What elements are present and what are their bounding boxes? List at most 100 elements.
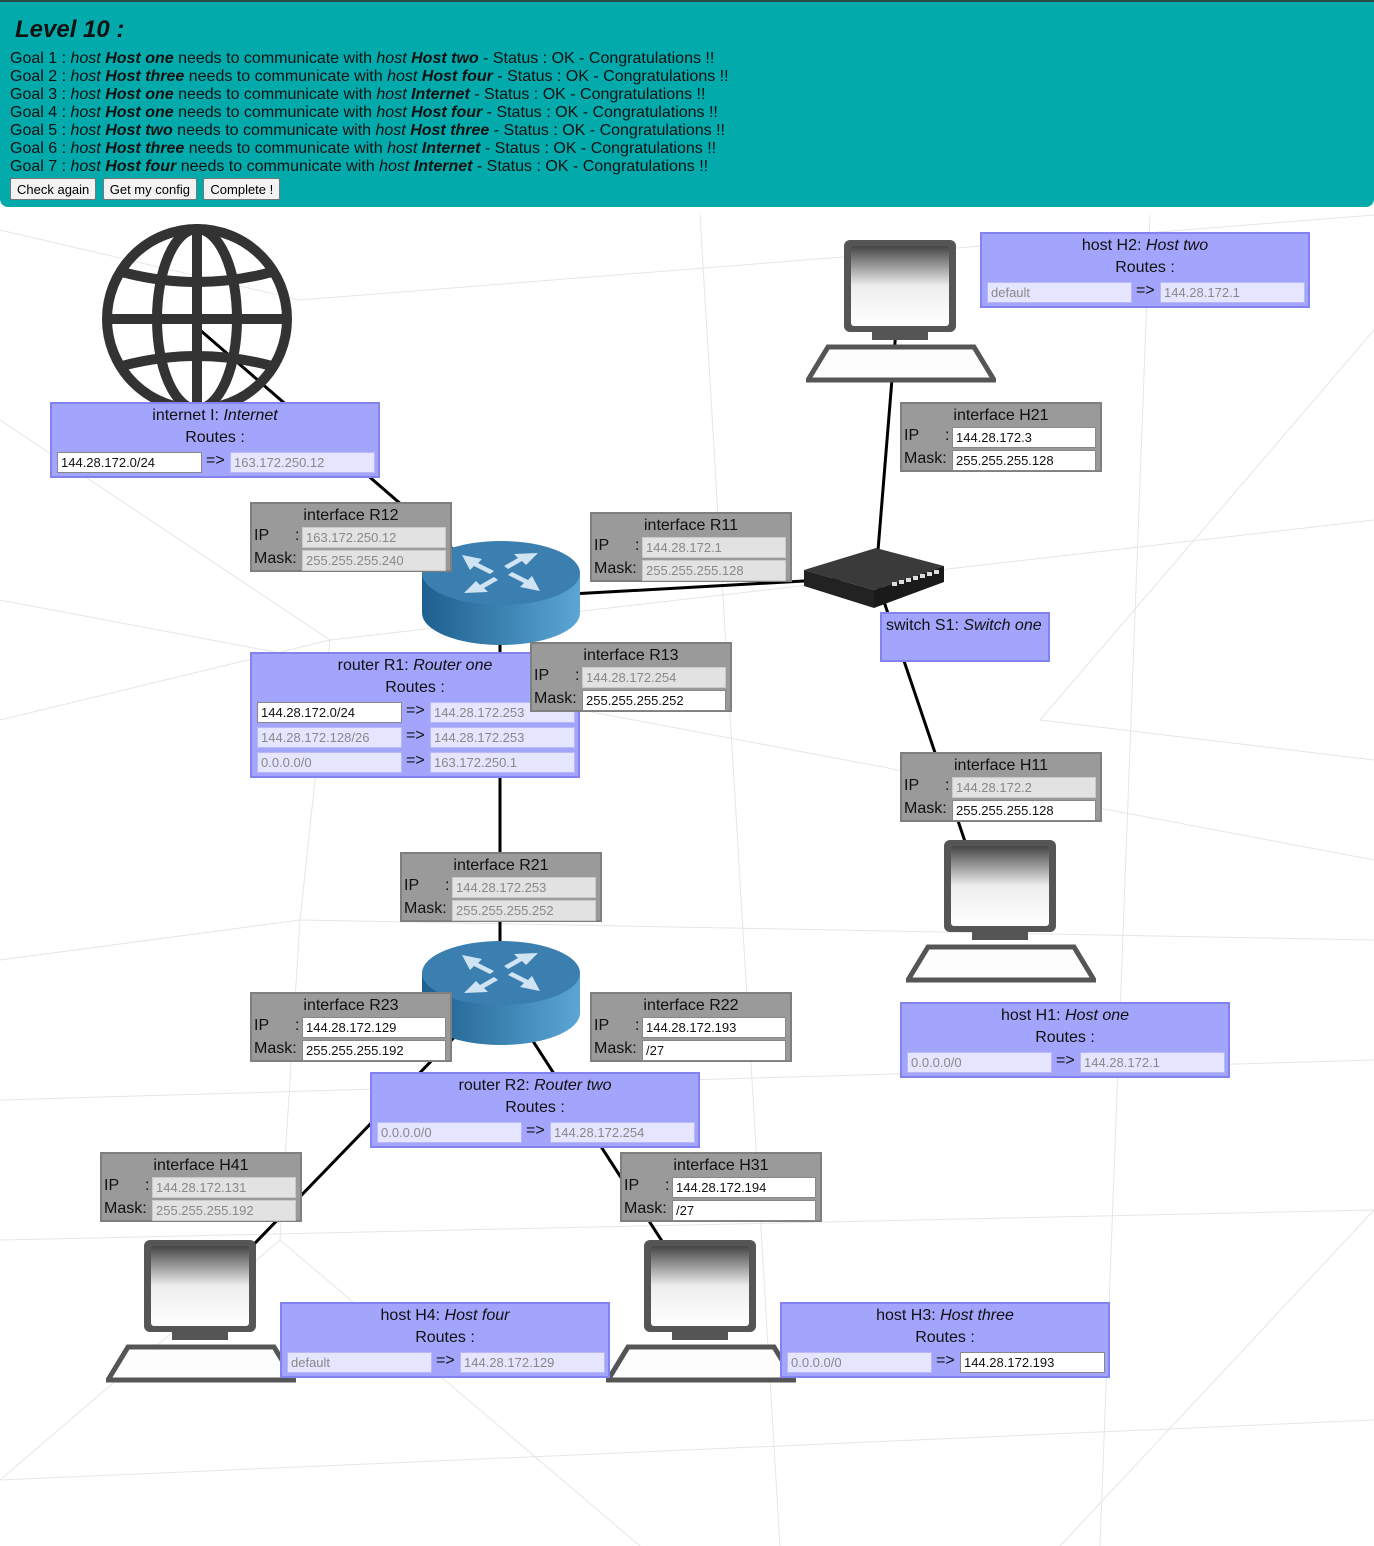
- goal-line: Goal 3 : host Host one needs to communic…: [10, 86, 729, 104]
- route-gateway-input[interactable]: [460, 1352, 605, 1373]
- ip-label: IP: [594, 537, 610, 554]
- route-destination-input[interactable]: [987, 282, 1132, 303]
- computer-icon[interactable]: [603, 1240, 799, 1390]
- ip-colon: :: [945, 427, 950, 444]
- ip-input[interactable]: [952, 777, 1096, 798]
- device-name: Switch one: [963, 617, 1042, 634]
- route-gateway-input[interactable]: [430, 752, 575, 773]
- device-panel-host-h1: host H1: Host one Routes : =>: [900, 1002, 1230, 1078]
- ip-colon: :: [575, 667, 580, 684]
- device-name: Router one: [413, 657, 493, 674]
- goal-keyword: host: [387, 68, 418, 85]
- mask-input[interactable]: [952, 450, 1096, 471]
- interface-title: interface R21: [453, 857, 549, 874]
- ip-input[interactable]: [642, 537, 786, 558]
- check-again-button[interactable]: Check again: [10, 178, 97, 200]
- route-destination-input[interactable]: [257, 752, 402, 773]
- goal-status: - Status : OK - Congratulations !!: [480, 140, 717, 157]
- ip-colon: :: [295, 527, 300, 544]
- ip-label: IP: [624, 1177, 640, 1194]
- route-destination-input[interactable]: [257, 727, 402, 748]
- goal-prefix: Goal 1 :: [10, 50, 71, 67]
- mask-input[interactable]: [952, 800, 1096, 821]
- goal-line: Goal 1 : host Host one needs to communic…: [10, 50, 729, 68]
- mask-input[interactable]: [582, 690, 726, 711]
- ip-input[interactable]: [952, 427, 1096, 448]
- mask-input[interactable]: [672, 1200, 816, 1221]
- goal-status: - Status : OK - Congratulations !!: [469, 86, 706, 103]
- device-kind: internet I:: [152, 407, 224, 424]
- route-gateway-input[interactable]: [960, 1352, 1105, 1373]
- goal-target-name: Internet: [421, 140, 481, 157]
- interface-panel-h11: interface H11 IP : Mask:: [900, 752, 1102, 822]
- goal-keyword: host: [70, 86, 101, 103]
- get-config-button[interactable]: Get my config: [102, 178, 197, 200]
- route-destination-input[interactable]: [257, 702, 402, 723]
- goal-status: - Status : OK - Congratulations !!: [492, 68, 729, 85]
- device-kind: router R2:: [458, 1077, 535, 1094]
- route-destination-input[interactable]: [57, 452, 202, 473]
- mask-input[interactable]: [302, 1040, 446, 1061]
- goal-line: Goal 6 : host Host three needs to commun…: [10, 140, 729, 158]
- router-icon[interactable]: [420, 935, 582, 1052]
- route-gateway-input[interactable]: [1080, 1052, 1225, 1073]
- goal-source-name: Host two: [105, 122, 173, 139]
- route-gateway-input[interactable]: [230, 452, 375, 473]
- computer-icon[interactable]: [903, 840, 1099, 990]
- router-icon[interactable]: [420, 535, 582, 652]
- goal-keyword: host: [70, 104, 101, 121]
- routes-label: Routes :: [1035, 1029, 1095, 1046]
- route-destination-input[interactable]: [787, 1352, 932, 1373]
- goal-keyword: host: [70, 140, 101, 157]
- route-destination-input[interactable]: [907, 1052, 1052, 1073]
- device-name: Host one: [1064, 1007, 1130, 1024]
- mask-input[interactable]: [302, 550, 446, 571]
- device-panel-host-h2: host H2: Host two Routes : =>: [980, 232, 1310, 308]
- computer-icon[interactable]: [103, 1240, 299, 1390]
- interface-panel-r11: interface R11 IP : Mask:: [590, 512, 792, 582]
- goal-keyword: host: [376, 104, 407, 121]
- goal-keyword: host: [379, 158, 410, 175]
- action-buttons: Check again Get my config Complete !: [10, 178, 282, 200]
- device-kind: host H4:: [380, 1307, 445, 1324]
- mask-label: Mask:: [534, 690, 577, 707]
- goal-status: - Status : OK - Congratulations !!: [472, 158, 709, 175]
- goal-prefix: Goal 5 :: [10, 122, 71, 139]
- complete-button[interactable]: Complete !: [203, 178, 281, 200]
- mask-input[interactable]: [642, 1040, 786, 1061]
- interface-title: interface H21: [953, 407, 1049, 424]
- ip-input[interactable]: [452, 877, 596, 898]
- ip-input[interactable]: [672, 1177, 816, 1198]
- route-destination-input[interactable]: [287, 1352, 432, 1373]
- mask-label: Mask:: [624, 1200, 667, 1217]
- route-destination-input[interactable]: [377, 1122, 522, 1143]
- goal-source-name: Host four: [105, 158, 177, 175]
- ip-input[interactable]: [582, 667, 726, 688]
- interface-panel-h31: interface H31 IP : Mask:: [620, 1152, 822, 1222]
- computer-icon[interactable]: [803, 240, 999, 390]
- ip-input[interactable]: [302, 1017, 446, 1038]
- route-gateway-input[interactable]: [430, 727, 575, 748]
- device-panel-host-h4: host H4: Host four Routes : =>: [280, 1302, 610, 1378]
- ip-colon: :: [445, 877, 450, 894]
- mask-input[interactable]: [452, 900, 596, 921]
- routes-label: Routes :: [1115, 259, 1175, 276]
- device-title: host H3: Host three: [782, 1305, 1108, 1327]
- globe-icon[interactable]: [100, 222, 294, 417]
- goal-connector: needs to communicate with: [184, 68, 388, 85]
- ip-input[interactable]: [302, 527, 446, 548]
- route-gateway-input[interactable]: [550, 1122, 695, 1143]
- mask-input[interactable]: [152, 1200, 296, 1221]
- mask-label: Mask:: [594, 1040, 637, 1057]
- ip-input[interactable]: [642, 1017, 786, 1038]
- interface-title: interface H41: [153, 1157, 249, 1174]
- device-kind: host H1:: [1000, 1007, 1065, 1024]
- ip-input[interactable]: [152, 1177, 296, 1198]
- route-gateway-input[interactable]: [1160, 282, 1305, 303]
- switch-icon[interactable]: [804, 548, 946, 615]
- interface-title: interface R23: [303, 997, 399, 1014]
- mask-input[interactable]: [642, 560, 786, 581]
- interface-title: interface H11: [954, 757, 1048, 774]
- mask-label: Mask:: [594, 560, 637, 577]
- device-title: router R1: Router one: [252, 655, 578, 677]
